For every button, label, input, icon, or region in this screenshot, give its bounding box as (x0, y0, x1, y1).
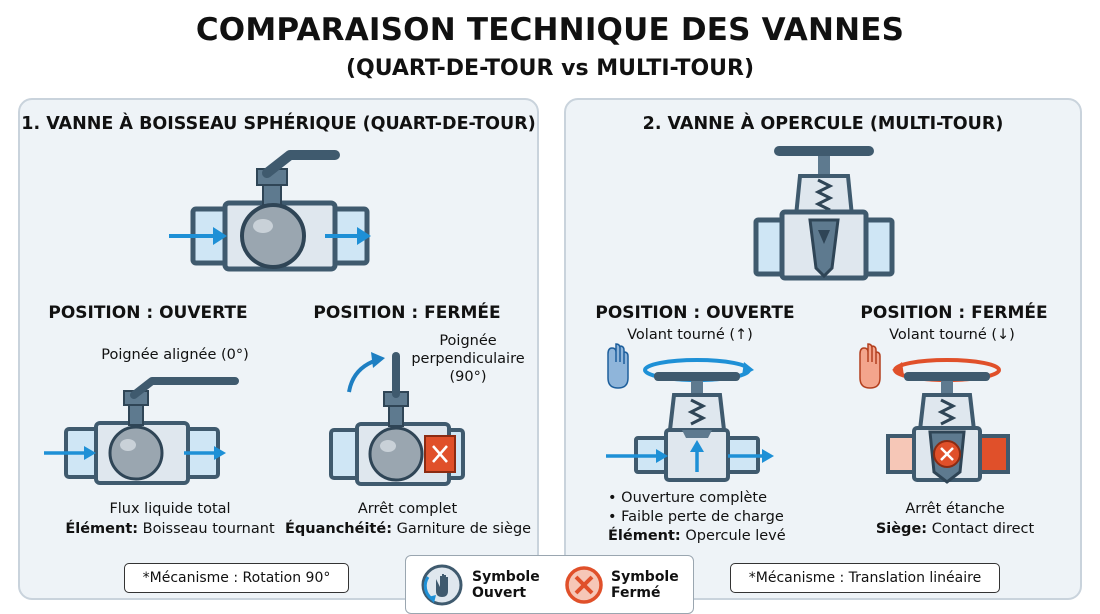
ball-closed-caption-value: Garniture de siège (396, 521, 532, 537)
legend-closed-line1: Symbole (611, 569, 679, 585)
gate-valve-main-illustration (753, 146, 895, 281)
ball-valve-title: 1. VANNE À BOISSEAU SPHÉRIQUE (QUART-DE-… (21, 114, 536, 134)
gate-valve-title: 2. VANNE À OPERCULE (MULTI-TOUR) (642, 114, 1004, 134)
ball-open-handle-label: Poignée alignée (0°) (101, 347, 249, 363)
gate-closed-caption-line2: Siège: Contact direct (845, 519, 1065, 539)
legend-box: Symbole Ouvert Symbole Fermé (405, 555, 694, 614)
gate-closed-position-title: POSITION : FERMÉE (860, 303, 1048, 323)
gate-open-bullet-2: • Faible perte de charge (608, 509, 784, 525)
gate-closed-caption-line1: Arrêt étanche (905, 501, 1005, 517)
ball-closed-caption-line2: Équanchéité: Garniture de siège (285, 519, 532, 539)
ball-closed-caption-key: Équanchéité: (285, 521, 393, 537)
gate-closed-wheel-label: Volant tourné (↓) (889, 327, 1015, 343)
gate-open-illustration (606, 343, 774, 482)
legend-open-line1: Symbole (472, 569, 540, 585)
page-title: COMPARAISON TECHNIQUE DES VANNES (195, 12, 905, 48)
ball-closed-caption: Arrêt complet Équanchéité: Garniture de … (285, 499, 532, 539)
page-subtitle: (QUART-DE-TOUR vs MULTI-TOUR) (345, 56, 755, 81)
stop-hand-icon (859, 343, 881, 389)
gate-open-caption-value: Opercule levé (685, 528, 786, 544)
gate-open-bullet-1: • Ouverture complète (608, 490, 768, 506)
gate-closed-caption: Arrêt étanche Siège: Contact direct (845, 499, 1065, 539)
gate-open-bullets: • Ouverture complète • Faible perte de c… (608, 489, 808, 546)
ball-closed-handle-label-line1: Poignée (439, 333, 497, 349)
ball-closed-caption-line1: Arrêt complet (357, 501, 458, 517)
legend-closed-line2: Fermé (611, 585, 661, 601)
ball-mechanism-box: *Mécanisme : Rotation 90° (124, 563, 349, 593)
ball-open-caption: Flux liquide total Élément: Boisseau tou… (50, 499, 290, 539)
open-symbol-icon (421, 564, 463, 606)
legend-open-line2: Ouvert (472, 585, 527, 601)
ball-closed-position-title: POSITION : FERMÉE (313, 303, 501, 323)
ball-closed-handle-label-line2: perpendiculaire (411, 351, 525, 367)
ball-open-caption-line1: Flux liquide total (109, 501, 231, 517)
gate-open-caption-key: Élément: (608, 528, 681, 544)
ball-open-caption-key: Élément: (65, 521, 139, 537)
gate-closed-caption-key: Siège: (875, 521, 928, 537)
gate-open-caption-line: Élément: Opercule levé (608, 527, 808, 546)
gate-open-position-title: POSITION : OUVERTE (595, 303, 795, 323)
legend-open-label: Symbole Ouvert (472, 569, 540, 601)
ball-closed-handle-label: Poignée perpendiculaire (90°) (400, 332, 536, 386)
ball-open-caption-line2: Élément: Boisseau tournant (50, 519, 290, 539)
closed-symbol-icon (565, 566, 603, 604)
ball-closed-handle-label-line3: (90°) (449, 369, 487, 385)
gate-closed-caption-value: Contact direct (931, 521, 1035, 537)
ball-valve-main-illustration (169, 150, 371, 272)
open-hand-icon (607, 343, 629, 389)
ball-open-caption-value: Boisseau tournant (142, 521, 275, 537)
gate-open-wheel-label: Volant tourné (↑) (627, 327, 753, 343)
ball-open-position-title: POSITION : OUVERTE (48, 303, 248, 323)
gate-closed-illustration (859, 343, 1010, 484)
legend-closed-label: Symbole Fermé (611, 569, 679, 601)
gate-mechanism-box: *Mécanisme : Translation linéaire (730, 563, 1000, 593)
ball-closed-illustration (329, 352, 465, 486)
ball-open-illustration (44, 377, 239, 485)
